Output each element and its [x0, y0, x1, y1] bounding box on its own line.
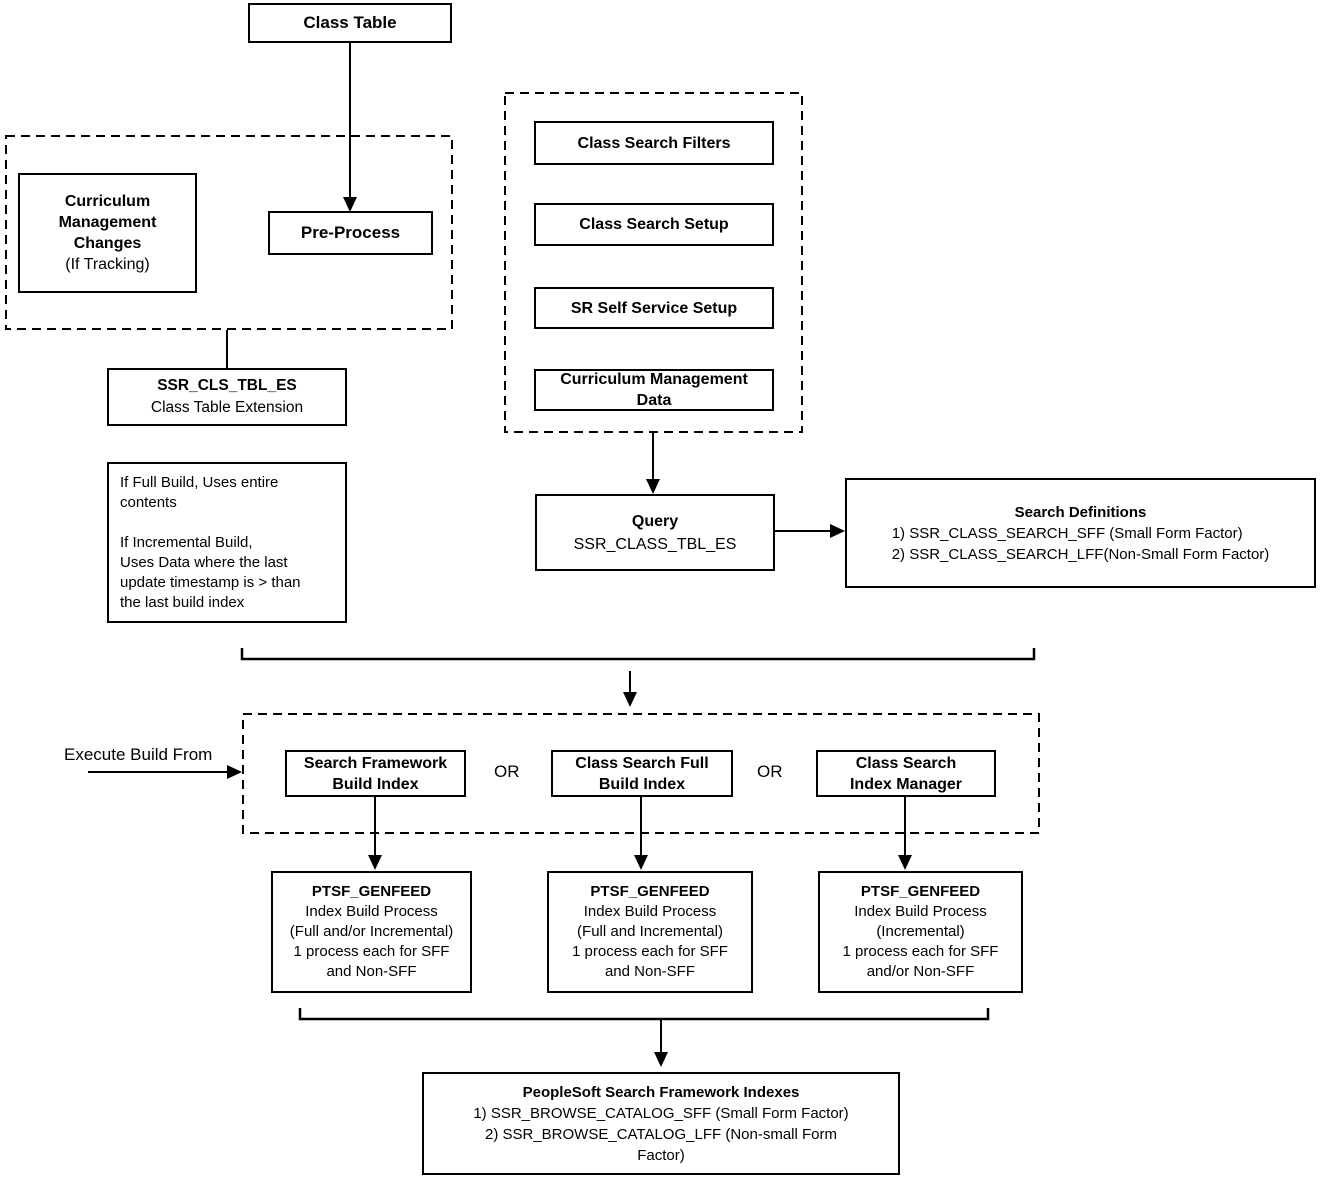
arrow-bracket-to-build-options: [623, 671, 637, 707]
or-label-1: OR: [494, 762, 520, 781]
build-note-line: update timestamp is > than: [120, 574, 301, 591]
class-search-setup-node: Class Search Setup: [534, 203, 774, 246]
class-search-filters-label: Class Search Filters: [577, 134, 731, 152]
curriculum-management-data-line2: Data: [636, 392, 672, 409]
search-definition-item: 2) SSR_CLASS_SEARCH_LFF(Non-Small Form F…: [891, 545, 1270, 563]
arrow-inputs-to-query: [646, 433, 660, 494]
curriculum-changes-line1: Curriculum: [64, 192, 151, 210]
curriculum-changes-line3: Changes: [73, 234, 142, 252]
ptsf-genfeed-2-node: PTSF_GENFEED Index Build Process (Full a…: [547, 871, 753, 993]
peoplesoft-indexes-title: PeopleSoft Search Framework Indexes: [522, 1083, 800, 1101]
class-table-node: Class Table: [248, 3, 452, 43]
search-definition-item: 1) SSR_CLASS_SEARCH_SFF (Small Form Fact…: [891, 524, 1243, 542]
ssr-cls-tbl-es-title: SSR_CLS_TBL_ES: [157, 377, 297, 394]
execute-build-from-label: Execute Build From: [64, 745, 213, 764]
ptsf1-line: and Non-SFF: [326, 963, 417, 980]
build-note-line: If Full Build, Uses entire: [120, 474, 279, 491]
arrow-class-table-to-pre-process: [343, 43, 357, 212]
ptsf1-line: (Full and/or Incremental): [289, 923, 454, 940]
ptsf1-title: PTSF_GENFEED: [311, 883, 432, 900]
arrow-csfbi-to-ptsf2: [634, 797, 648, 870]
arrow-sfbi-to-ptsf1: [368, 797, 382, 870]
ptsf2-line: and Non-SFF: [604, 963, 696, 980]
curriculum-management-data-line1: Curriculum Management: [560, 371, 748, 388]
curriculum-changes-node: Curriculum Management Changes (If Tracki…: [18, 173, 197, 293]
csfbi-line1: Class Search Full: [575, 754, 709, 772]
ptsf3-line: 1 process each for SFF: [842, 943, 999, 960]
build-note: If Full Build, Uses entire contents If I…: [107, 462, 347, 623]
ptsf3-line: Index Build Process: [854, 903, 987, 920]
csfbi-line2: Build Index: [598, 775, 686, 793]
arrow-csim-to-ptsf3: [898, 797, 912, 870]
ssr-cls-tbl-es-subtitle: Class Table Extension: [150, 399, 304, 416]
class-table-label: Class Table: [303, 13, 397, 32]
build-note-line: the last build index: [120, 594, 245, 611]
ptsf2-line: Index Build Process: [583, 903, 717, 920]
curriculum-management-data-node: Curriculum Management Data: [534, 369, 774, 411]
ptsf2-title: PTSF_GENFEED: [590, 883, 710, 900]
pre-process-node: Pre-Process: [268, 211, 433, 255]
curriculum-changes-line2: Management: [58, 213, 157, 231]
ptsf1-line: Index Build Process: [305, 903, 438, 920]
peoplesoft-indexes-line: Factor): [637, 1146, 685, 1164]
build-note-line: Uses Data where the last: [120, 554, 288, 571]
bracket-collector-bottom: [298, 1008, 990, 1021]
sr-self-service-setup-node: SR Self Service Setup: [534, 287, 774, 329]
peoplesoft-indexes-node: PeopleSoft Search Framework Indexes 1) S…: [422, 1072, 900, 1175]
ssr-cls-tbl-es-node: SSR_CLS_TBL_ES Class Table Extension: [107, 368, 347, 426]
sr-self-service-setup-label: SR Self Service Setup: [570, 299, 738, 317]
ptsf3-line: (Incremental): [876, 923, 965, 940]
bracket-collector-top: [240, 648, 1036, 661]
ptsf2-line: 1 process each for SFF: [572, 943, 728, 960]
query-node: Query SSR_CLASS_TBL_ES: [535, 494, 775, 571]
arrow-execute-build-from: [88, 765, 242, 779]
ptsf2-line: (Full and Incremental): [577, 923, 723, 940]
ptsf-genfeed-1-node: PTSF_GENFEED Index Build Process (Full a…: [271, 871, 472, 993]
class-search-filters-node: Class Search Filters: [534, 121, 774, 165]
build-note-line: contents: [120, 494, 177, 511]
class-search-setup-label: Class Search Setup: [579, 216, 729, 233]
sfbi-line2: Build Index: [332, 775, 419, 793]
search-framework-build-index-node: Search Framework Build Index: [285, 750, 466, 797]
class-search-index-manager-node: Class Search Index Manager: [816, 750, 996, 797]
ptsf1-line: 1 process each for SFF: [293, 943, 450, 960]
ptsf3-title: PTSF_GENFEED: [860, 883, 981, 900]
arrow-to-peoplesoft-indexes: [654, 1020, 668, 1067]
csim-line1: Class Search: [855, 754, 957, 772]
peoplesoft-indexes-line: 2) SSR_BROWSE_CATALOG_LFF (Non-small For…: [484, 1125, 837, 1143]
sfbi-line1: Search Framework: [303, 754, 448, 772]
ptsf-genfeed-3-node: PTSF_GENFEED Index Build Process (Increm…: [818, 871, 1023, 993]
query-subtitle: SSR_CLASS_TBL_ES: [573, 535, 737, 553]
class-search-full-build-index-node: Class Search Full Build Index: [551, 750, 733, 797]
pre-process-label: Pre-Process: [300, 223, 401, 242]
or-label-2: OR: [757, 762, 783, 781]
search-definitions-node: Search Definitions 1) SSR_CLASS_SEARCH_S…: [845, 478, 1316, 588]
build-note-line: If Incremental Build,: [120, 534, 253, 551]
csim-line2: Index Manager: [849, 775, 963, 793]
query-title: Query: [631, 512, 679, 530]
peoplesoft-indexes-line: 1) SSR_BROWSE_CATALOG_SFF (Small Form Fa…: [473, 1104, 849, 1122]
arrow-query-to-search-definitions: [775, 524, 845, 538]
curriculum-changes-subnote: (If Tracking): [65, 255, 150, 273]
search-definitions-title: Search Definitions: [1014, 503, 1147, 521]
ptsf3-line: and/or Non-SFF: [866, 963, 975, 980]
